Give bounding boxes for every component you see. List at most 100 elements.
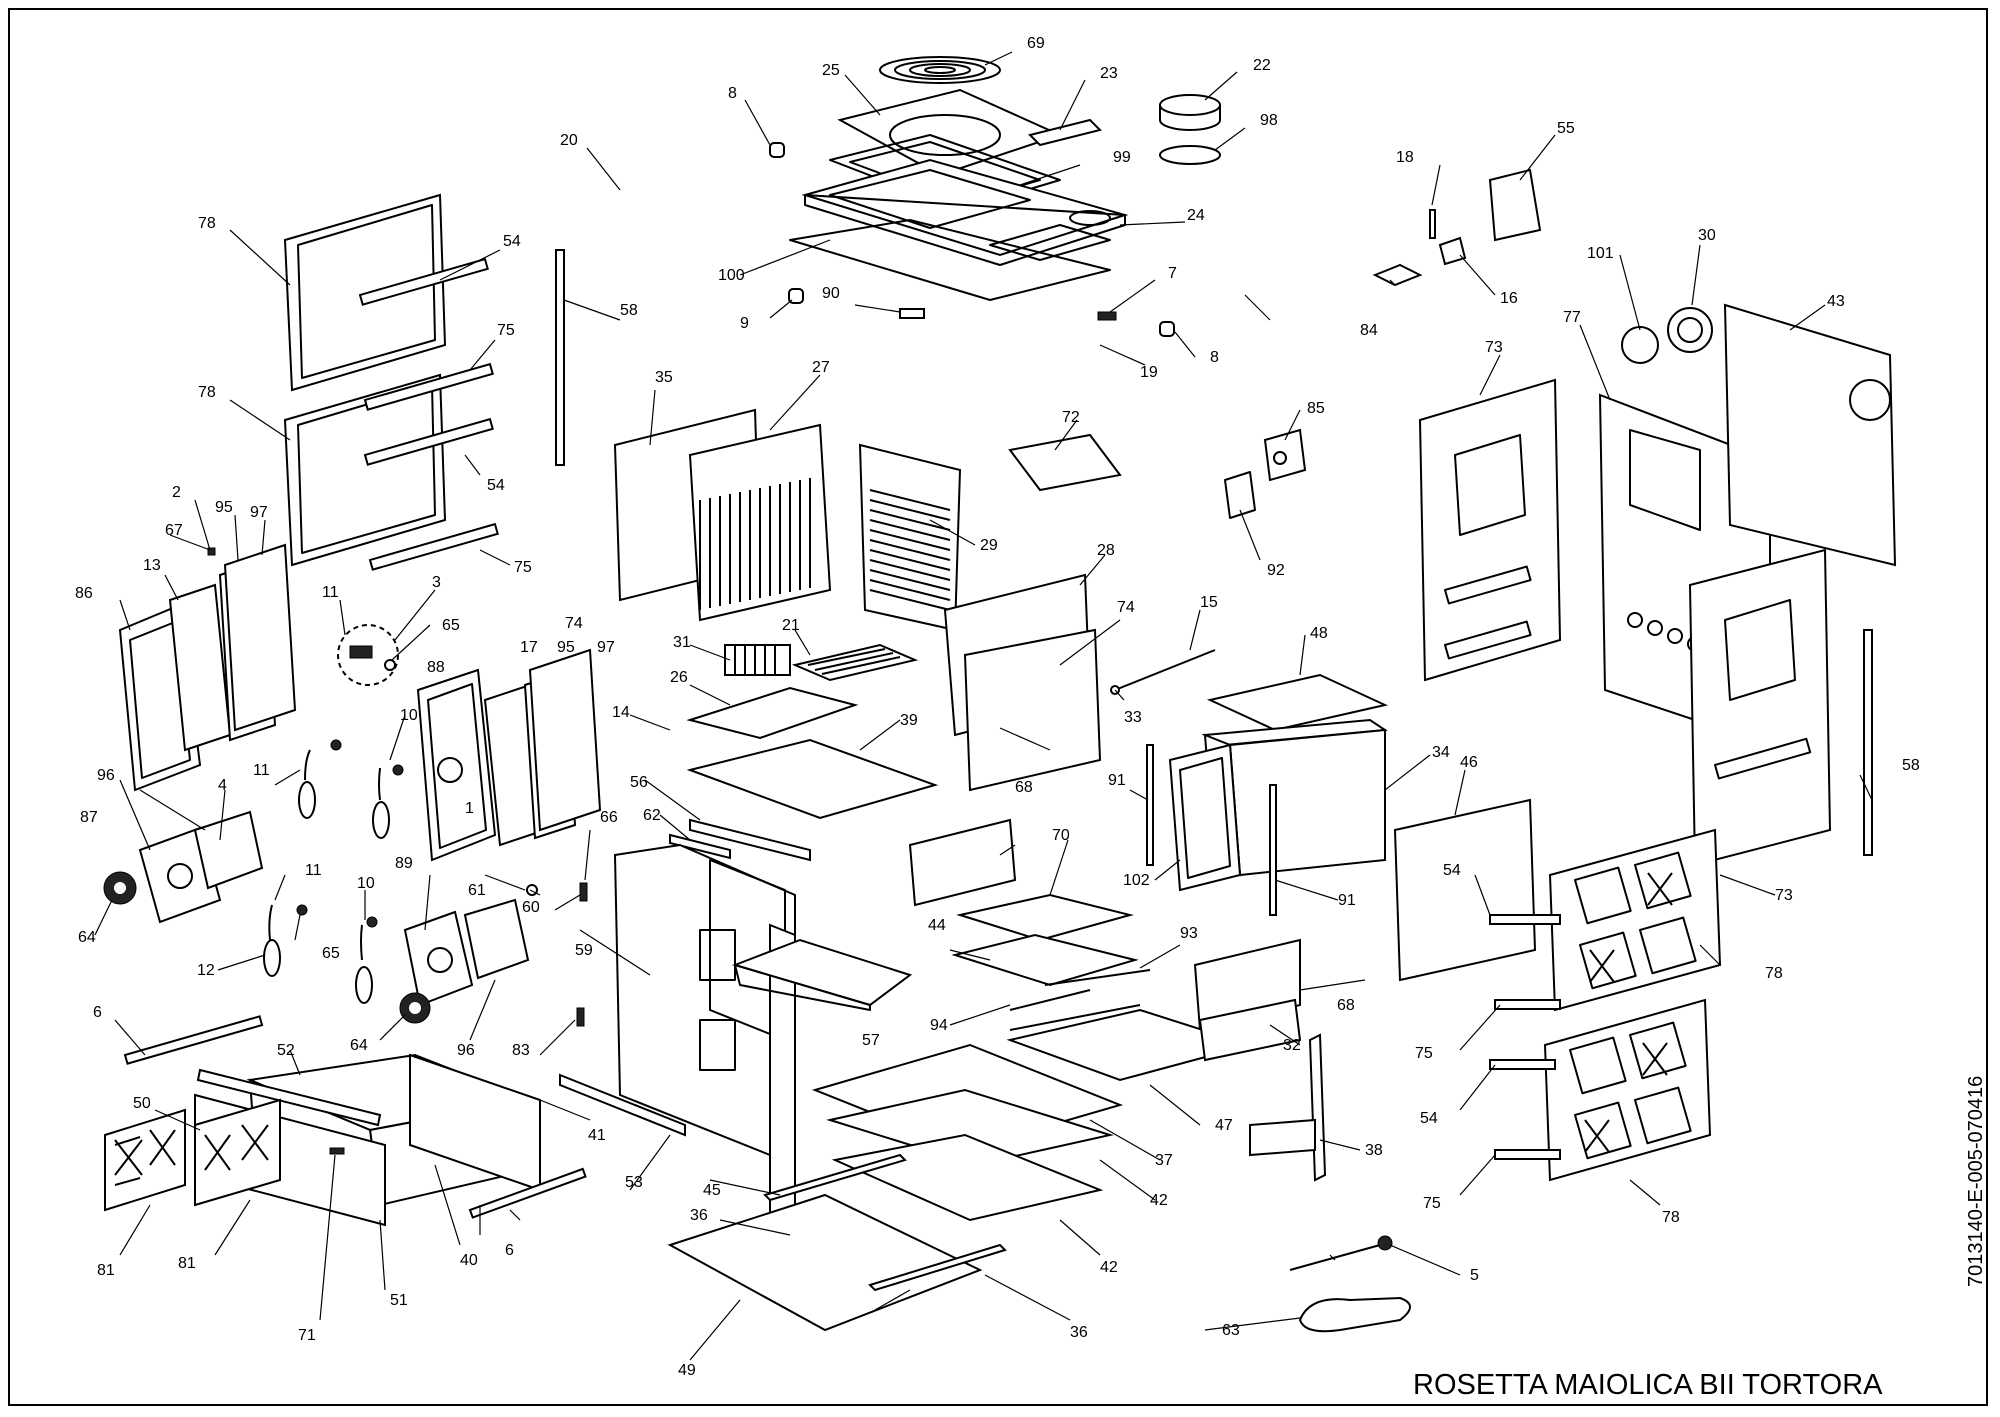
- part-screw-67: [207, 547, 216, 556]
- part-tile-81-right: [194, 1098, 281, 1207]
- label-66: 66: [600, 809, 618, 826]
- part-trim-6-lower: [468, 1167, 587, 1219]
- part-plate-32: [1198, 998, 1302, 1062]
- label-59: 59: [575, 942, 593, 959]
- part-bottom-49: [667, 1193, 983, 1332]
- label-93: 93: [1180, 925, 1198, 942]
- part-frame-42-b: [831, 1133, 1104, 1222]
- label-89: 89: [395, 855, 413, 872]
- part-handle-10-upper: [372, 764, 404, 839]
- label-78b: 78: [198, 384, 216, 401]
- drawing-code: 7013140-E-005-070416: [1965, 1076, 1987, 1287]
- label-101: 101: [1587, 245, 1614, 262]
- leader-lines: [94, 51, 1873, 1361]
- part-rod-15: [1110, 649, 1216, 695]
- label-90: 90: [822, 285, 840, 302]
- label-43: 43: [1827, 293, 1845, 310]
- part-back-panel-43: [1723, 303, 1897, 567]
- label-78c: 78: [1765, 965, 1783, 982]
- part-door-panel-78-right-lower: [1543, 998, 1712, 1182]
- label-30: 30: [1698, 227, 1716, 244]
- part-bar-54-b: [363, 417, 494, 466]
- part-gasket-92: [1224, 471, 1256, 519]
- label-38: 38: [1365, 1142, 1383, 1159]
- label-2: 2: [172, 484, 181, 501]
- part-pin-18: [1429, 209, 1436, 239]
- label-41: 41: [588, 1127, 606, 1144]
- part-thermometer-85: [1263, 428, 1307, 482]
- part-clip-7: [1097, 311, 1117, 321]
- part-clip-83: [576, 1007, 585, 1027]
- label-72: 72: [1062, 409, 1080, 426]
- label-45: 45: [703, 1182, 721, 1199]
- label-56: 56: [630, 774, 648, 791]
- label-95a: 95: [215, 499, 233, 516]
- part-bar-52: [196, 1068, 382, 1127]
- part-bracket-68-left: [908, 818, 1017, 907]
- label-85: 85: [1307, 400, 1325, 417]
- label-73a: 73: [1485, 339, 1503, 356]
- part-hob-ring-69: [879, 56, 1001, 84]
- label-22: 22: [1253, 57, 1271, 74]
- part-bar-75-b: [368, 522, 499, 571]
- label-65b: 65: [322, 945, 340, 962]
- label-8b: 8: [1210, 349, 1219, 366]
- label-35: 35: [655, 369, 673, 386]
- label-33: 33: [1124, 709, 1142, 726]
- label-54a: 54: [503, 233, 521, 250]
- part-hinge-3: [349, 645, 396, 671]
- label-49: 49: [678, 1362, 696, 1379]
- part-knob-8a: [769, 142, 785, 158]
- part-clip-66: [579, 882, 588, 902]
- part-glove-63: [1298, 1296, 1411, 1333]
- label-64a: 64: [78, 929, 96, 946]
- label-54c: 54: [1443, 862, 1461, 879]
- part-bar-54-right-lower: [1489, 1059, 1556, 1070]
- part-grate-21: [791, 643, 919, 682]
- label-55: 55: [1557, 120, 1575, 137]
- label-54d: 54: [1420, 1110, 1438, 1127]
- label-34: 34: [1432, 744, 1450, 761]
- label-53: 53: [625, 1174, 643, 1191]
- part-box-39: [686, 738, 939, 820]
- part-door-panel-78-right-upper: [1548, 828, 1722, 1012]
- label-71: 71: [298, 1327, 316, 1344]
- label-58b: 58: [1902, 757, 1920, 774]
- label-75b: 75: [514, 559, 532, 576]
- part-bar-36-b: [868, 1243, 1007, 1292]
- label-57: 57: [862, 1032, 880, 1049]
- part-gasket-101: [1621, 326, 1659, 364]
- part-pin-60: [526, 884, 538, 896]
- part-grate-31: [724, 644, 791, 676]
- drawing-frame: [8, 8, 1988, 1406]
- label-77: 77: [1563, 309, 1581, 326]
- label-75c: 75: [1415, 1045, 1433, 1062]
- label-48: 48: [1310, 625, 1328, 642]
- label-11c: 11: [305, 862, 322, 879]
- label-78d: 78: [1662, 1209, 1680, 1226]
- part-rail-58-right: [1863, 629, 1873, 856]
- part-strip-91-left: [1146, 744, 1154, 866]
- part-bar-75-right-lower: [1494, 1149, 1561, 1160]
- part-rosette-64-left: [103, 871, 137, 905]
- part-frame-97-left: [223, 543, 297, 732]
- part-tool-5: [1289, 1235, 1393, 1271]
- part-panel-27: [688, 423, 832, 622]
- label-50: 50: [133, 1095, 151, 1112]
- label-61: 61: [468, 882, 486, 899]
- part-side-panel-73-left: [1418, 378, 1562, 682]
- label-4: 4: [218, 777, 227, 794]
- label-98: 98: [1260, 112, 1278, 129]
- label-84: 84: [1360, 322, 1378, 339]
- part-rail-20: [596, 148, 764, 249]
- label-81b: 81: [178, 1255, 196, 1272]
- label-97a: 97: [250, 504, 268, 521]
- part-rail-58-left: [555, 249, 565, 466]
- label-37: 37: [1155, 1152, 1173, 1169]
- part-cover-23: [1028, 118, 1102, 147]
- part-knob-9: [788, 288, 804, 304]
- label-69: 69: [1027, 35, 1045, 52]
- label-100: 100: [718, 267, 745, 284]
- label-11b: 11: [253, 762, 270, 779]
